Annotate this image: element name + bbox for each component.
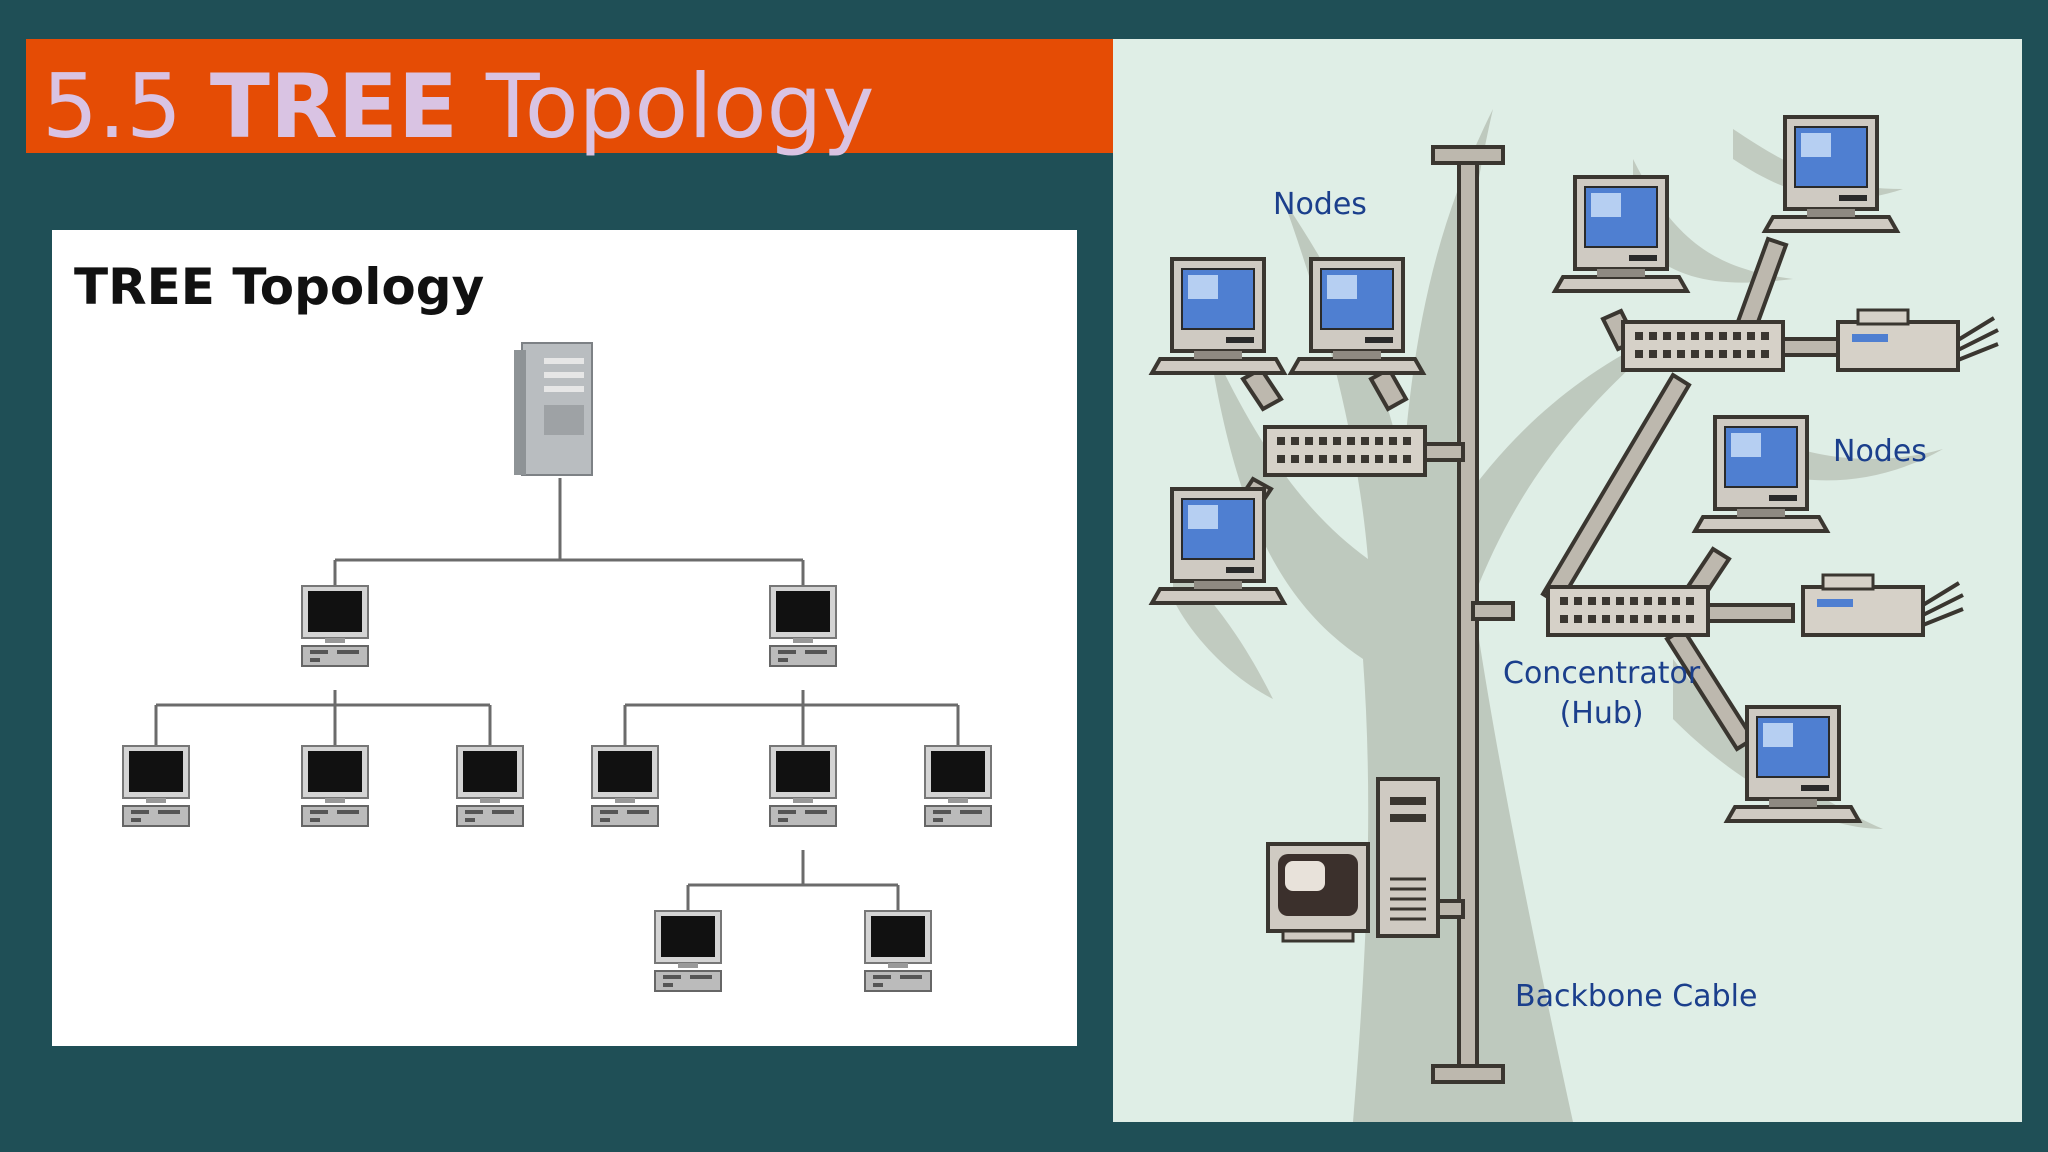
printer-icon <box>1836 308 2000 372</box>
computer-icon <box>122 745 190 827</box>
computer-node-icon <box>1553 175 1689 293</box>
computer-icon <box>301 745 369 827</box>
computer-node-icon <box>1693 415 1829 533</box>
label-nodes-right: Nodes <box>1833 434 1927 469</box>
computer-node-icon <box>1725 705 1861 823</box>
title-bold-word: TREE <box>209 55 458 158</box>
computer-icon <box>301 585 369 667</box>
printer-icon <box>1801 573 1965 637</box>
tree-hierarchy-diagram: TREE Topology <box>52 230 1077 1046</box>
label-backbone-cable: Backbone Cable <box>1515 979 1758 1014</box>
computer-icon <box>769 585 837 667</box>
title-number: 5.5 <box>42 55 210 158</box>
title-rest: Topology <box>457 55 875 158</box>
computer-icon <box>654 910 722 992</box>
tree-backbone-diagram: Nodes Nodes Concentrator(Hub) Backbone C… <box>1113 39 2022 1122</box>
slide-title: 5.5 TREE Topology <box>42 52 874 162</box>
label-concentrator: Concentrator(Hub) <box>1503 656 1701 731</box>
computer-node-icon <box>1763 115 1899 233</box>
concentrator-hub-icon <box>1621 320 1785 372</box>
computer-icon <box>591 745 659 827</box>
computer-node-icon <box>1150 257 1286 375</box>
diagram-heading: TREE Topology <box>74 258 485 316</box>
server-tower-icon <box>514 342 593 476</box>
computer-icon <box>924 745 992 827</box>
computer-icon <box>456 745 524 827</box>
concentrator-hub-icon <box>1263 425 1427 477</box>
computer-node-icon <box>1289 257 1425 375</box>
computer-icon <box>769 745 837 827</box>
concentrator-hub-icon <box>1546 585 1710 637</box>
computer-icon <box>864 910 932 992</box>
backbone-cable <box>1431 145 1505 1084</box>
server-workstation-icon <box>1266 777 1440 943</box>
label-nodes-top: Nodes <box>1273 187 1367 222</box>
title-bar <box>26 39 1113 153</box>
computer-node-icon <box>1150 487 1286 605</box>
tree-connection-lines <box>154 478 960 920</box>
